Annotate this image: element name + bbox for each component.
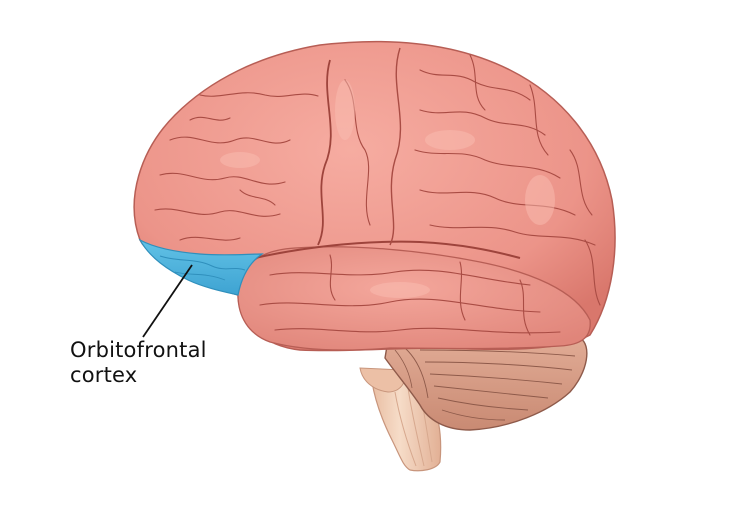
cerebrum: [133, 40, 616, 352]
label-line-2: cortex: [70, 363, 138, 387]
gyri-highlights: [220, 80, 555, 298]
orbitofrontal-cortex-region: [138, 238, 264, 296]
label-leader-line: [142, 264, 193, 338]
cerebellum: [384, 333, 588, 431]
label-line-1: Orbitofrontal: [70, 338, 207, 362]
orbitofrontal-cortex-label: Orbitofrontal cortex: [70, 338, 207, 388]
